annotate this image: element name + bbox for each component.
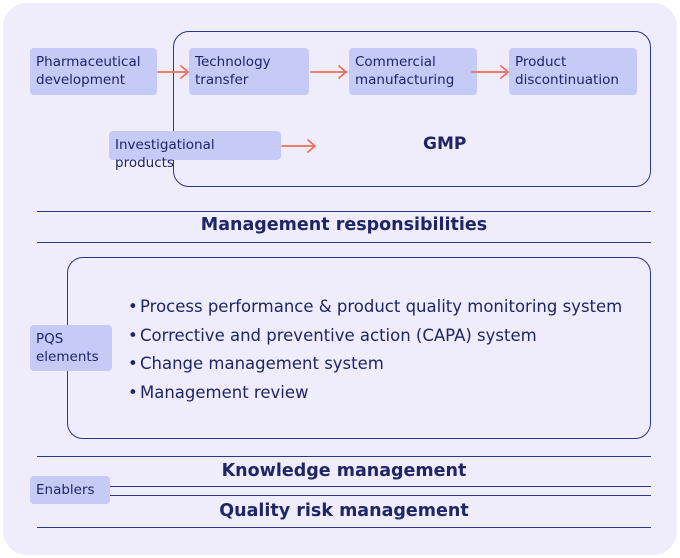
pqs-item: •Corrective and preventive action (CAPA)… — [128, 325, 537, 345]
stage-pharmaceutical-development: Pharmaceutical development — [30, 48, 157, 95]
enablers-line-2 — [108, 486, 651, 487]
investigational-products-chip: Investigational products — [109, 131, 281, 171]
arrow-manufacturing-to-discontinuation — [471, 65, 509, 79]
stage-commercial-manufacturing: Commercial manufacturing — [349, 48, 477, 95]
enablers-chip: Enablers — [30, 476, 110, 504]
gmp-label: GMP — [423, 134, 467, 154]
arrow-transfer-to-manufacturing — [310, 65, 347, 79]
stage-product-discontinuation: Product discontinuation — [509, 48, 637, 95]
pqs-item: •Process performance & product quality m… — [128, 297, 623, 316]
quality-risk-management-heading: Quality risk management — [219, 501, 469, 521]
management-responsibilities-heading: Management responsibilities — [200, 215, 488, 235]
enablers-line-1 — [37, 456, 651, 457]
pqs-elements-chip: PQS elements — [30, 325, 112, 371]
stage-technology-transfer: Technology transfer — [189, 48, 309, 95]
enablers-line-3 — [108, 495, 651, 496]
mgmt-top-line — [37, 211, 651, 212]
pqs-item: •Management review — [128, 382, 309, 402]
pqs-elements-list: •Process performance & product quality m… — [128, 293, 622, 407]
arrow-investigational — [281, 139, 316, 153]
knowledge-management-heading: Knowledge management — [221, 461, 467, 481]
arrow-development-to-transfer — [157, 65, 189, 79]
mgmt-bottom-line — [37, 242, 651, 243]
pqs-item: •Change management system — [128, 354, 384, 373]
gmp-frame — [173, 31, 651, 187]
enablers-line-4 — [37, 527, 651, 528]
diagram-panel — [3, 3, 677, 555]
